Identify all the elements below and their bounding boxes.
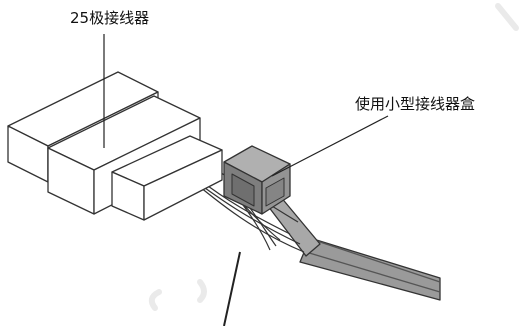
watermark [148, 3, 519, 311]
leader-lines [103, 34, 389, 326]
label-25pin-connector: 25极接线器 [70, 9, 150, 27]
small-connector-box [223, 145, 291, 215]
connector-25pin [7, 71, 223, 221]
leader-line-bottom [223, 251, 241, 326]
leader-line-small-box [271, 115, 389, 177]
label-small-connector-box: 使用小型接线器盒 [355, 95, 476, 113]
